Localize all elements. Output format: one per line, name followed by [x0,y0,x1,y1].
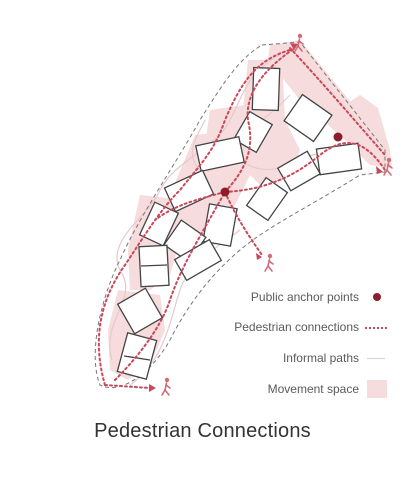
anchor-point [220,187,230,197]
legend-label: Pedestrian connections [234,320,359,334]
filled-box-icon [365,380,387,398]
walking-person-icon [294,33,304,52]
legend-label: Informal paths [282,351,359,365]
public-anchor-points [220,132,343,197]
legend-item-pedestrian: Pedestrian connections [234,320,387,334]
arrow-heads [149,43,383,392]
arrow-icon [256,253,262,260]
arrow-icon [149,384,156,392]
legend-item-informal: Informal paths [283,351,387,365]
pedestrian-icons [161,33,393,396]
legend-label: Movement space [267,382,359,396]
pedestrian-connections [97,47,386,389]
arrow-icon [290,43,298,50]
walking-person-icon [383,157,393,176]
anchor-dot-icon [365,291,387,303]
site-boundary [94,41,386,389]
anchor-point [333,132,343,142]
thin-line-icon [365,352,387,364]
walking-person-icon [264,253,274,272]
walking-person-icon [161,377,171,396]
legend-item-anchor: Public anchor points [251,290,387,304]
buildings [116,66,363,380]
arrow-icon [376,166,383,174]
legend-item-movement: Movement space [267,380,387,398]
legend-label: Public anchor points [250,290,359,304]
dotted-line-icon [365,321,387,333]
diagram-title: Pedestrian Connections [94,420,311,442]
